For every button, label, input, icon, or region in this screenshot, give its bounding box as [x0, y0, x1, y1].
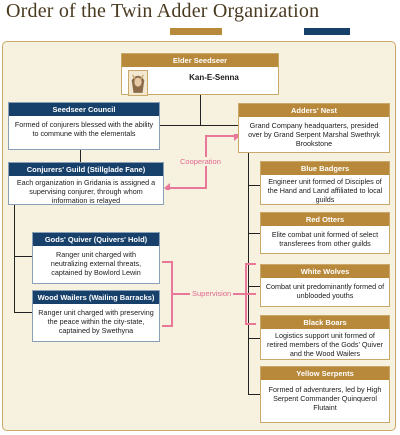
guild-trunk [14, 188, 15, 312]
conjurers-guild-desc: Each organization in Gridania is assigne… [16, 178, 156, 205]
legend-gold-swatch [170, 28, 222, 35]
white-wolves-box: White Wolves Combat unit predominantly f… [260, 264, 390, 307]
red-otters-desc: Elite combat unit formed of select trans… [271, 230, 379, 248]
trunk-otters [248, 233, 260, 234]
seedseer-council-box: Seedseer Council Formed of conjurers ble… [8, 102, 160, 150]
white-wolves-header: White Wolves [261, 265, 389, 278]
yellow-serpents-box: Yellow Serpents Formed of adventurers, l… [260, 366, 390, 423]
council-guild-connector [80, 150, 81, 162]
elder-seedseer-name: Kan-E-Senna [189, 73, 239, 82]
legend-blue-swatch [304, 28, 350, 35]
top-horizontal-connector [156, 125, 238, 126]
black-boars-desc: Logistics support unit formed of retired… [266, 331, 384, 358]
elder-connector [200, 94, 201, 125]
elder-seedseer-box: Elder Seedseer Kan-E-Senna [121, 53, 279, 96]
supervision-label: Supervision [190, 289, 234, 298]
gods-quiver-desc: Ranger unit charged with neutralizing ex… [50, 250, 142, 277]
elder-seedseer-header: Elder Seedseer [122, 54, 278, 67]
nest-trunk [248, 152, 249, 395]
blue-badgers-header: Blue Badgers [261, 162, 389, 175]
wood-wailers-box: Wood Wailers (Wailing Barracks) Ranger u… [32, 290, 160, 342]
trunk-serpents [248, 394, 260, 395]
blue-badgers-desc: Engineer unit formed of Disciples of the… [267, 177, 383, 204]
conjurers-guild-box: Conjurers' Guild (Stillglade Fane) Each … [8, 162, 164, 205]
seedseer-council-desc: Formed of conjurers blessed with the abi… [14, 120, 154, 138]
red-otters-header: Red Otters [261, 213, 389, 226]
conjurers-guild-header: Conjurers' Guild (Stillglade Fane) [9, 163, 163, 176]
yellow-serpents-desc: Formed of adventurers, led by High Serpe… [268, 385, 382, 412]
black-boars-box: Black Boars Logistics support unit forme… [260, 315, 390, 360]
adders-nest-header: Adders' Nest [239, 104, 389, 117]
trunk-wailers [14, 312, 32, 313]
red-otters-box: Red Otters Elite combat unit formed of s… [260, 212, 390, 254]
blue-badgers-box: Blue Badgers Engineer unit formed of Dis… [260, 161, 390, 205]
seedseer-council-header: Seedseer Council [9, 103, 159, 116]
wood-wailers-desc: Ranger unit charged with preserving the … [38, 308, 154, 335]
black-boars-header: Black Boars [261, 316, 389, 329]
trunk-wolves [248, 286, 260, 287]
white-wolves-desc: Combat unit predominantly formed of unbl… [265, 282, 385, 300]
trunk-quivers [14, 256, 32, 257]
cooperation-label: Cooperation [178, 157, 223, 166]
gods-quiver-box: Gods' Quiver (Quivers' Hold) Ranger unit… [32, 232, 160, 284]
kan-e-senna-portrait [128, 70, 148, 96]
gods-quiver-header: Gods' Quiver (Quivers' Hold) [33, 233, 159, 246]
adders-nest-box: Adders' Nest Grand Company headquarters,… [238, 103, 390, 153]
trunk-badgers [248, 185, 260, 186]
page-title: Order of the Twin Adder Organization [6, 0, 320, 22]
wood-wailers-header: Wood Wailers (Wailing Barracks) [33, 291, 159, 304]
adders-nest-desc: Grand Company headquarters, presided ove… [248, 121, 380, 148]
trunk-boars [248, 338, 260, 339]
yellow-serpents-header: Yellow Serpents [261, 367, 389, 380]
